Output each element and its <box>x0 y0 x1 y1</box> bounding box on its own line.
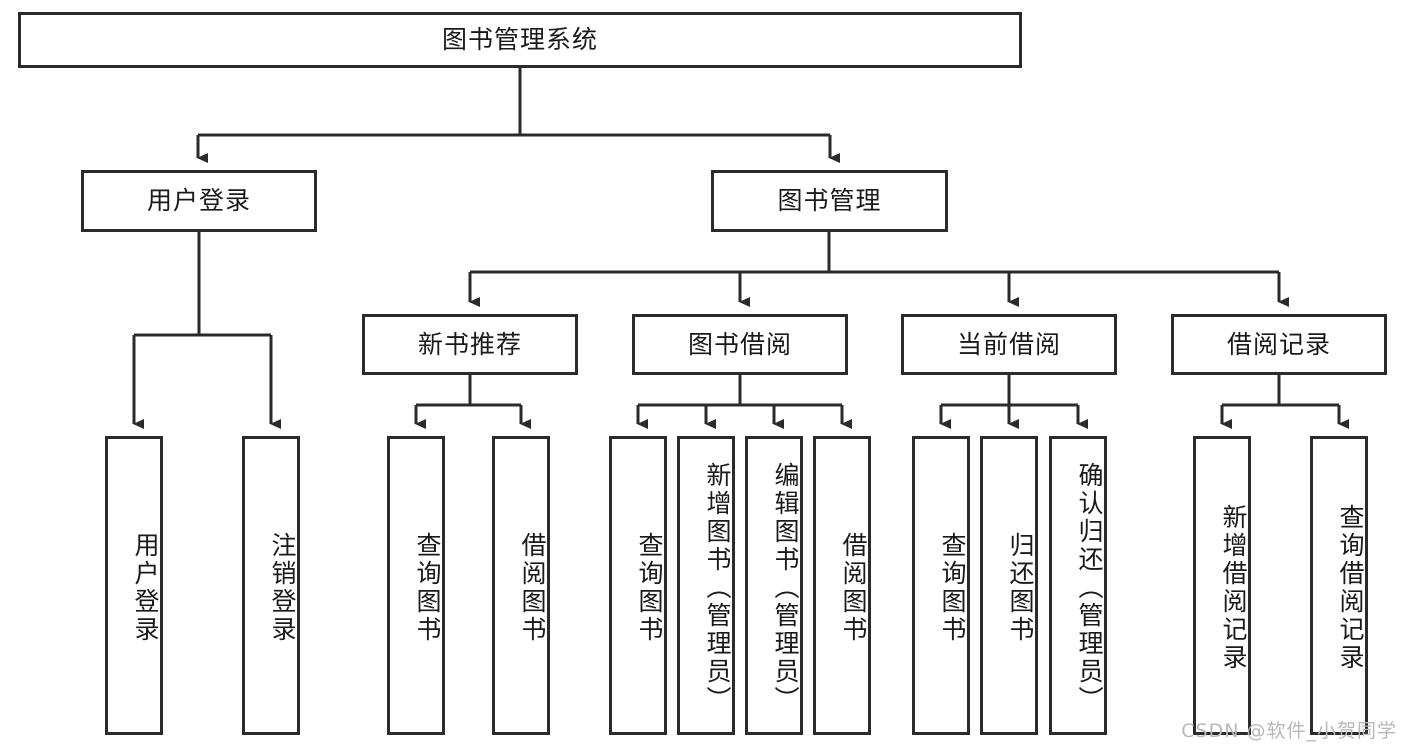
leaf-records-query-record[interactable]: 查询借阅记录 <box>1310 436 1368 735</box>
leaf-user-login-signin[interactable]: 用户登录 <box>105 436 163 735</box>
leaf-borrow-edit-book-admin[interactable]: 编辑图书（管理员） <box>745 436 803 735</box>
leaf-label: 编辑图书（管理员） <box>771 461 800 714</box>
node-book-borrow[interactable]: 图书借阅 <box>632 314 848 375</box>
leaf-label: 查询借阅记录 <box>1336 503 1365 672</box>
leaf-label: 注销登录 <box>268 531 297 644</box>
leaf-label: 新增借阅记录 <box>1219 503 1248 672</box>
leaf-borrow-borrow-book[interactable]: 借阅图书 <box>813 436 871 735</box>
node-root-system[interactable]: 图书管理系统 <box>18 12 1022 68</box>
leaf-label: 新增图书（管理员） <box>703 461 732 714</box>
leaf-label: 借阅图书 <box>518 531 547 644</box>
leaf-label: 借阅图书 <box>839 531 868 644</box>
leaf-newbook-query-book[interactable]: 查询图书 <box>387 436 445 735</box>
leaf-label: 确认归还（管理员） <box>1075 461 1104 714</box>
leaf-label: 归还图书 <box>1006 531 1035 644</box>
node-book-management[interactable]: 图书管理 <box>711 170 948 232</box>
leaf-borrow-query-book[interactable]: 查询图书 <box>609 436 667 735</box>
leaf-label: 查询图书 <box>635 531 664 644</box>
leaf-records-add-record[interactable]: 新增借阅记录 <box>1193 436 1251 735</box>
leaf-user-login-signout[interactable]: 注销登录 <box>242 436 300 735</box>
node-user-login[interactable]: 用户登录 <box>81 170 317 232</box>
leaf-current-query-book[interactable]: 查询图书 <box>912 436 970 735</box>
leaf-current-return-book[interactable]: 归还图书 <box>980 436 1038 735</box>
node-current-borrow[interactable]: 当前借阅 <box>901 314 1117 375</box>
leaf-label: 查询图书 <box>413 531 442 644</box>
leaf-current-confirm-return-admin[interactable]: 确认归还（管理员） <box>1049 436 1107 735</box>
leaf-newbook-borrow-book[interactable]: 借阅图书 <box>492 436 550 735</box>
leaf-label: 用户登录 <box>131 531 160 644</box>
leaf-label: 查询图书 <box>938 531 967 644</box>
leaf-borrow-add-book-admin[interactable]: 新增图书（管理员） <box>677 436 735 735</box>
node-new-book-recommend[interactable]: 新书推荐 <box>362 314 578 375</box>
node-borrow-records[interactable]: 借阅记录 <box>1171 314 1387 375</box>
